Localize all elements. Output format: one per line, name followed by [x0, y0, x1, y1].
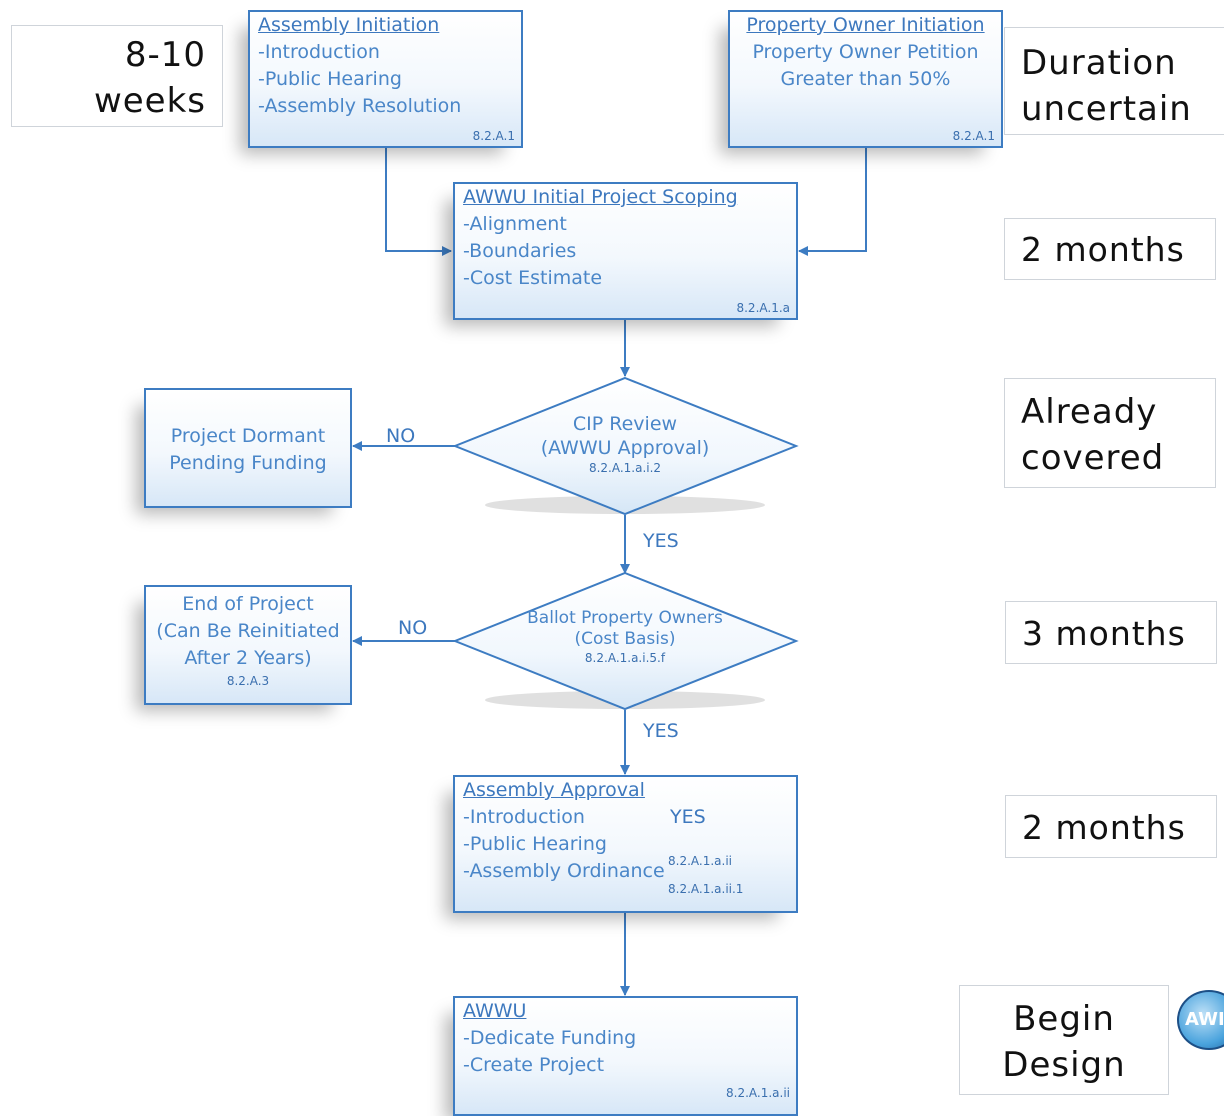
no-label-cip: NO — [386, 425, 416, 447]
no-label-ballot: NO — [398, 617, 428, 639]
assembly-approval-item: -Introduction — [463, 806, 585, 828]
property-owner-initiation-title: Property Owner Initiation — [746, 14, 985, 36]
end-of-project-line: (Can Be Reinitiated — [156, 620, 340, 642]
project-scoping-item: -Alignment — [463, 213, 567, 235]
duration-box-2-months-b: 2 months — [1005, 795, 1217, 858]
project-scoping-item: -Cost Estimate — [463, 267, 603, 289]
project-dormant-box: Project Dormant Pending Funding — [144, 388, 352, 508]
assembly-approval-content: Assembly Approval -Introduction -Public … — [463, 777, 665, 885]
property-owner-initiation-ref: 8.2.A.1 — [952, 129, 995, 143]
duration-line: Duration — [1021, 43, 1177, 83]
begin-design-box: Begin Design — [959, 985, 1169, 1095]
connector-assembly-to-scoping — [385, 148, 452, 256]
end-of-project-content: End of Project (Can Be Reinitiated After… — [146, 591, 350, 690]
assembly-initiation-item: -Public Hearing — [258, 68, 402, 90]
ballot-diamond — [452, 571, 799, 711]
duration-text: 3 months — [1022, 614, 1186, 653]
duration-box-8-10-weeks: 8-10 weeks — [11, 25, 223, 127]
awwu-logo-icon: AWI — [1177, 990, 1224, 1050]
ballot-line: Ballot Property Owners — [527, 608, 723, 628]
assembly-initiation-title: Assembly Initiation — [258, 14, 440, 36]
cip-review-diamond — [452, 376, 799, 516]
assembly-approval-yes: YES — [670, 806, 706, 828]
property-owner-initiation-box: Property Owner Initiation Property Owner… — [728, 10, 1003, 148]
project-dormant-line: Project Dormant — [170, 425, 326, 447]
yes-label-ballot: YES — [643, 720, 679, 742]
assembly-initiation-content: Assembly Initiation -Introduction -Publi… — [258, 12, 461, 120]
project-dormant-content: Project Dormant Pending Funding — [146, 423, 350, 477]
ballot-line: (Cost Basis) — [574, 629, 676, 649]
project-dormant-line: Pending Funding — [169, 452, 327, 474]
connector-owner-to-scoping — [798, 148, 867, 256]
project-scoping-content: AWWU Initial Project Scoping -Alignment … — [463, 184, 738, 292]
cip-review-line: CIP Review — [572, 413, 678, 435]
property-owner-initiation-line: Greater than 50% — [780, 68, 951, 90]
assembly-approval-item: -Public Hearing — [463, 833, 607, 855]
duration-line: covered — [1021, 438, 1165, 478]
duration-line: 8-10 — [124, 35, 206, 75]
duration-line: Already — [1021, 392, 1158, 432]
project-scoping-ref: 8.2.A.1.a — [736, 301, 790, 315]
assembly-approval-ref1: 8.2.A.1.a.ii — [668, 854, 732, 868]
duration-box-uncertain: Duration uncertain — [1004, 27, 1224, 135]
duration-text: 2 months — [1021, 230, 1185, 269]
end-of-project-line: End of Project — [182, 593, 314, 615]
awwu-box: AWWU -Dedicate Funding -Create Project 8… — [453, 996, 798, 1116]
project-scoping-title: AWWU Initial Project Scoping — [463, 186, 738, 208]
project-scoping-box: AWWU Initial Project Scoping -Alignment … — [453, 182, 798, 320]
awwu-title: AWWU — [463, 1000, 527, 1022]
awwu-item: -Create Project — [463, 1054, 605, 1076]
assembly-initiation-ref: 8.2.A.1 — [472, 129, 515, 143]
property-owner-initiation-content: Property Owner Initiation Property Owner… — [730, 12, 1001, 93]
awwu-content: AWWU -Dedicate Funding -Create Project — [463, 998, 636, 1079]
yes-label-cip: YES — [643, 530, 679, 552]
duration-box-already-covered: Already covered — [1004, 378, 1216, 488]
logo-text: AWI — [1185, 1009, 1224, 1030]
awwu-item: -Dedicate Funding — [463, 1027, 637, 1049]
assembly-approval-title: Assembly Approval — [463, 779, 645, 801]
assembly-approval-box: Assembly Approval -Introduction -Public … — [453, 775, 798, 913]
begin-design-line: Design — [1002, 1045, 1126, 1085]
cip-review-line: (AWWU Approval) — [540, 437, 710, 459]
duration-box-2-months-a: 2 months — [1004, 218, 1216, 280]
ballot-text: Ballot Property Owners (Cost Basis) 8.2.… — [500, 608, 750, 666]
ballot-ref: 8.2.A.1.a.i.5.f — [584, 651, 666, 665]
assembly-initiation-item: -Introduction — [258, 41, 380, 63]
end-of-project-line: After 2 Years) — [184, 647, 312, 669]
assembly-approval-ref2: 8.2.A.1.a.ii.1 — [668, 882, 744, 896]
property-owner-initiation-line: Property Owner Petition — [752, 41, 979, 63]
duration-box-3-months: 3 months — [1005, 601, 1217, 664]
duration-line: uncertain — [1021, 89, 1192, 129]
end-of-project-box: End of Project (Can Be Reinitiated After… — [144, 585, 352, 705]
assembly-initiation-box: Assembly Initiation -Introduction -Publi… — [248, 10, 523, 148]
duration-line: weeks — [93, 81, 206, 121]
begin-design-line: Begin — [1013, 999, 1115, 1039]
duration-text: 2 months — [1022, 808, 1186, 847]
cip-review-ref: 8.2.A.1.a.i.2 — [588, 461, 662, 475]
assembly-initiation-item: -Assembly Resolution — [258, 95, 462, 117]
awwu-ref: 8.2.A.1.a.ii — [726, 1086, 790, 1100]
cip-review-text: CIP Review (AWWU Approval) 8.2.A.1.a.i.2 — [515, 412, 735, 476]
project-scoping-item: -Boundaries — [463, 240, 577, 262]
assembly-approval-item: -Assembly Ordinance — [463, 860, 665, 882]
end-of-project-ref: 8.2.A.3 — [226, 674, 270, 688]
